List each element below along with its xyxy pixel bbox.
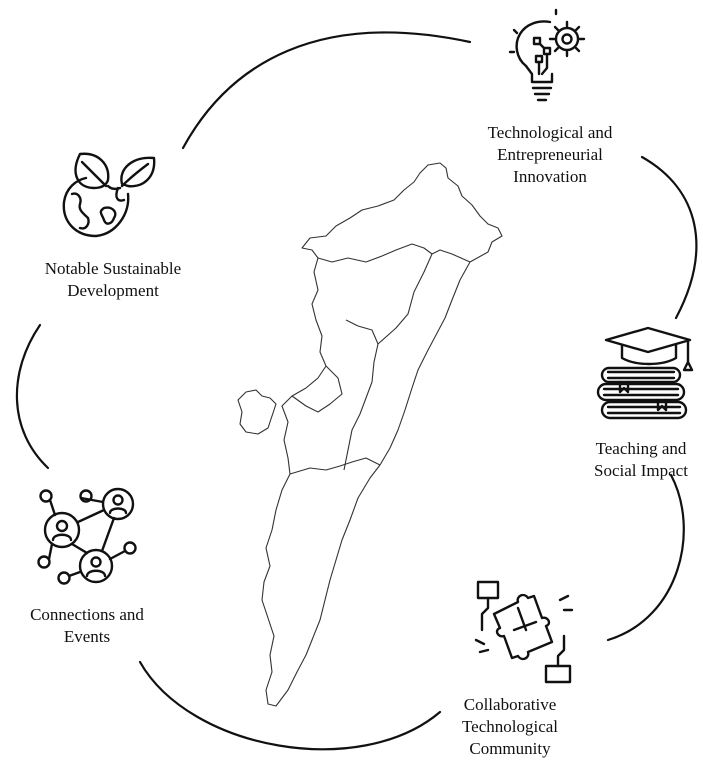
arc-tech-to-teaching	[640, 155, 698, 320]
node-collaborative-community	[470, 578, 578, 684]
arc-teaching-to-collab	[606, 473, 685, 642]
lightbulb-gear-icon	[508, 8, 586, 102]
island-map-icon	[237, 162, 503, 707]
globe-leaves-icon	[62, 152, 156, 238]
label-sustainable-development: Notable Sustainable Development	[44, 259, 182, 300]
label-technological-innovation: Technological and Entrepreneurial Innova…	[487, 123, 613, 186]
node-technological-innovation	[506, 8, 596, 108]
books-graduation-cap-icon	[596, 326, 694, 420]
node-sustainable-development	[58, 148, 162, 244]
label-collaborative-community: Collaborative Technological Community	[461, 695, 559, 758]
label-teaching-social-impact: Teaching and Social Impact	[594, 439, 688, 480]
node-teaching-social-impact	[592, 322, 698, 426]
node-connections-events	[30, 480, 140, 590]
arc-connections-to-sustainable	[15, 323, 50, 470]
label-connections-events: Connections and Events	[30, 605, 144, 646]
arc-sustainable-to-tech	[181, 31, 472, 150]
puzzle-hands-icon	[474, 580, 574, 684]
arc-collab-to-connections	[138, 660, 442, 751]
network-people-icon	[37, 487, 137, 585]
